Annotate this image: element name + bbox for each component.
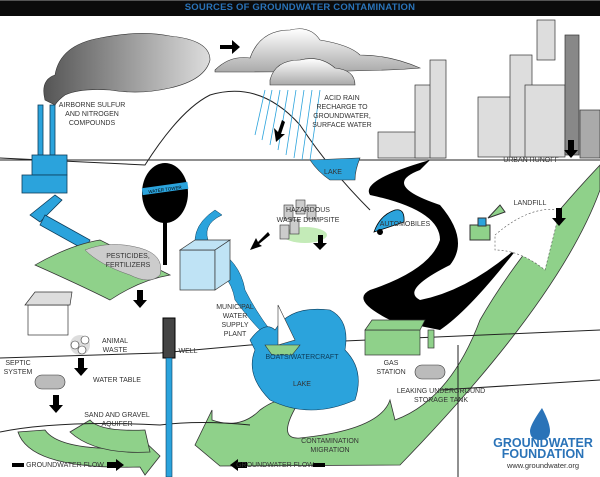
down-arrow-icon [74, 358, 88, 376]
label-water-table: WATER TABLE [93, 377, 141, 384]
barn [24, 291, 73, 336]
right-arrow-icon [107, 459, 124, 471]
label-hazardous: HAZARDOUS [286, 207, 330, 214]
label-well: WELL [178, 348, 197, 355]
septic-tank [34, 374, 66, 390]
logo-url: www.groundwater.org [506, 461, 579, 470]
diagram-title: SOURCES OF GROUNDWATER CONTAMINATION [184, 2, 416, 13]
rain-cloud [214, 28, 422, 86]
down-arrow-icon [564, 140, 578, 158]
label-flow-right: GROUNDWATER FLOW [236, 462, 314, 469]
label-airborne: AIRBORNE SULFUR [59, 102, 126, 109]
label-leaking-tank: STORAGE TANK [414, 397, 468, 404]
pesticide-spray [84, 244, 162, 281]
label-aquifer: SAND AND GRAVEL [84, 412, 150, 419]
labels: AIRBORNE SULFUR AND NITROGEN COMPOUNDS A… [4, 95, 559, 469]
label-migration: CONTAMINATION [301, 438, 359, 445]
mountain-lake [309, 157, 361, 181]
acid-rain [254, 89, 321, 161]
label-acid-rain: RECHARGE TO [316, 104, 368, 111]
down-arrow-icon [274, 120, 285, 142]
label-gas-station: GAS [384, 360, 399, 367]
label-municipal: MUNICIPAL [216, 304, 254, 311]
automobile [373, 209, 405, 235]
lake [249, 308, 359, 411]
label-lake-bottom: LAKE [293, 381, 311, 388]
label-urban-runoff: URBAN RUNOFF [503, 157, 559, 164]
label-septic: SEPTIC [5, 360, 30, 367]
groundwater-flow-arrows [17, 164, 600, 476]
underground-storage-tank [414, 364, 446, 380]
municipal-water-plant [178, 239, 232, 291]
city-skyline [377, 19, 600, 159]
down-arrow-icon [313, 235, 327, 250]
logo-line1: GROUNDWATER [493, 436, 593, 450]
label-animal-waste: ANIMAL [102, 338, 128, 345]
label-gas-station: STATION [376, 369, 405, 376]
farm-field [34, 239, 172, 301]
logo-line2: FOUNDATION [502, 447, 584, 461]
label-airborne: COMPOUNDS [69, 120, 116, 127]
landfill [469, 204, 561, 271]
smoke-cloud [43, 33, 211, 106]
factory [21, 104, 68, 194]
label-water-tower: WATER TOWER [148, 185, 183, 195]
label-acid-rain: GROUNDWATER, [313, 113, 371, 120]
diagonal-arrow-icon [250, 232, 270, 250]
sailboat [264, 304, 301, 356]
water-drop-icon [530, 408, 550, 440]
label-animal-waste: WASTE [103, 347, 128, 354]
label-flow-left: GROUNDWATER FLOW [26, 462, 104, 469]
hazardous-barrels [279, 199, 327, 243]
flow-bar [12, 463, 24, 467]
label-acid-rain: ACID RAIN [324, 95, 359, 102]
label-septic: SYSTEM [4, 369, 33, 376]
label-pesticides: FERTILIZERS [106, 262, 151, 269]
label-pesticides: PESTICIDES, [106, 253, 150, 260]
groundwater-foundation-logo: GROUNDWATER FOUNDATION www.groundwater.o… [493, 436, 593, 470]
down-arrow-icon [49, 395, 63, 413]
flow-bar [313, 463, 325, 467]
label-municipal: SUPPLY [221, 322, 248, 329]
label-automobiles: AUTOMOBILES [380, 221, 431, 228]
label-municipal: PLANT [224, 331, 247, 338]
wind-arrow-icon [220, 40, 240, 54]
label-airborne: AND NITROGEN [65, 111, 119, 118]
left-arrow-icon [230, 459, 247, 471]
title-bar: SOURCES OF GROUNDWATER CONTAMINATION [0, 0, 600, 16]
label-leaking-tank: LEAKING UNDERGROUND [397, 388, 485, 395]
ground-lines [0, 90, 600, 477]
label-boats: BOATS/WATERCRAFT [266, 354, 340, 361]
label-municipal: WATER [223, 313, 248, 320]
down-arrow-icon [552, 208, 566, 226]
crop-plane [29, 194, 91, 251]
down-arrow-icon [133, 290, 147, 308]
water-tower [141, 163, 189, 265]
road [363, 160, 520, 330]
gas-station [364, 319, 435, 356]
label-acid-rain: SURFACE WATER [312, 122, 372, 129]
well [162, 317, 176, 477]
label-hazardous: WASTE DUMPSITE [277, 217, 340, 224]
label-lake-top: LAKE [324, 169, 342, 176]
label-migration: MIGRATION [310, 447, 349, 454]
sheep [70, 335, 90, 355]
label-landfill: LANDFILL [514, 200, 547, 207]
label-aquifer: AQUIFER [101, 421, 132, 428]
